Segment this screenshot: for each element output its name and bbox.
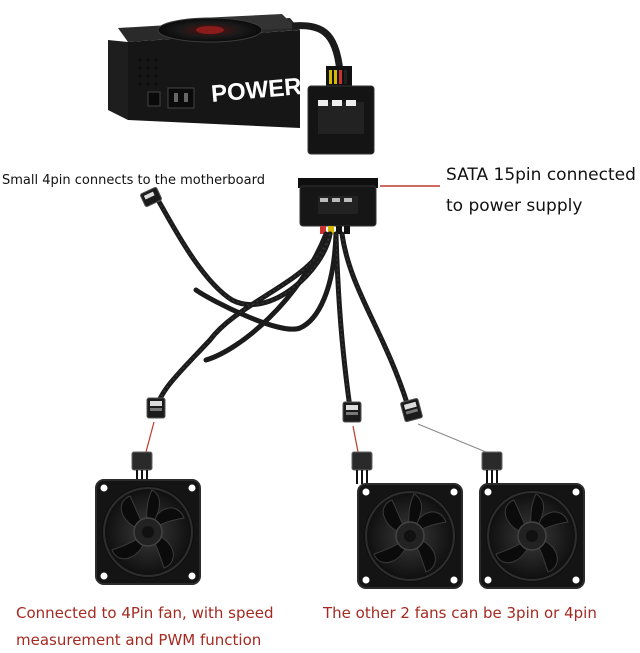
- fan-right: [479, 483, 585, 589]
- ac-inlet-icon: [167, 87, 195, 109]
- motherboard-4pin-plug: [140, 187, 162, 207]
- sata-label-line2: to power supply: [446, 196, 583, 216]
- splitter-plug-middle: [342, 401, 362, 423]
- splitter-plug-right: [399, 397, 424, 423]
- splitter-sata-connector: [298, 178, 378, 234]
- fan-left: [95, 479, 201, 585]
- fan-socket-middle: [351, 451, 373, 485]
- power-switch-icon: [147, 91, 161, 107]
- leader-left: [145, 421, 155, 453]
- splitter-plug-left: [146, 397, 166, 419]
- fans-right-caption: The other 2 fans can be 3pin or 4pin: [323, 604, 597, 622]
- fan-left-caption-line1: Connected to 4Pin fan, with speed: [16, 604, 274, 622]
- fan-left-caption-line2: measurement and PWM function: [16, 631, 262, 649]
- leader-middle: [352, 425, 359, 453]
- splitter-cables: [153, 197, 411, 413]
- fan-socket-right: [481, 451, 503, 485]
- psu-cable: [291, 22, 344, 73]
- power-supply: POWER: [108, 14, 303, 128]
- sata-label-line1: SATA 15pin connected: [446, 165, 636, 185]
- leader-right: [417, 423, 487, 453]
- psu-sata-connector: [307, 66, 375, 155]
- motherboard-label: Small 4pin connects to the motherboard: [2, 173, 265, 188]
- fan-middle: [357, 483, 463, 589]
